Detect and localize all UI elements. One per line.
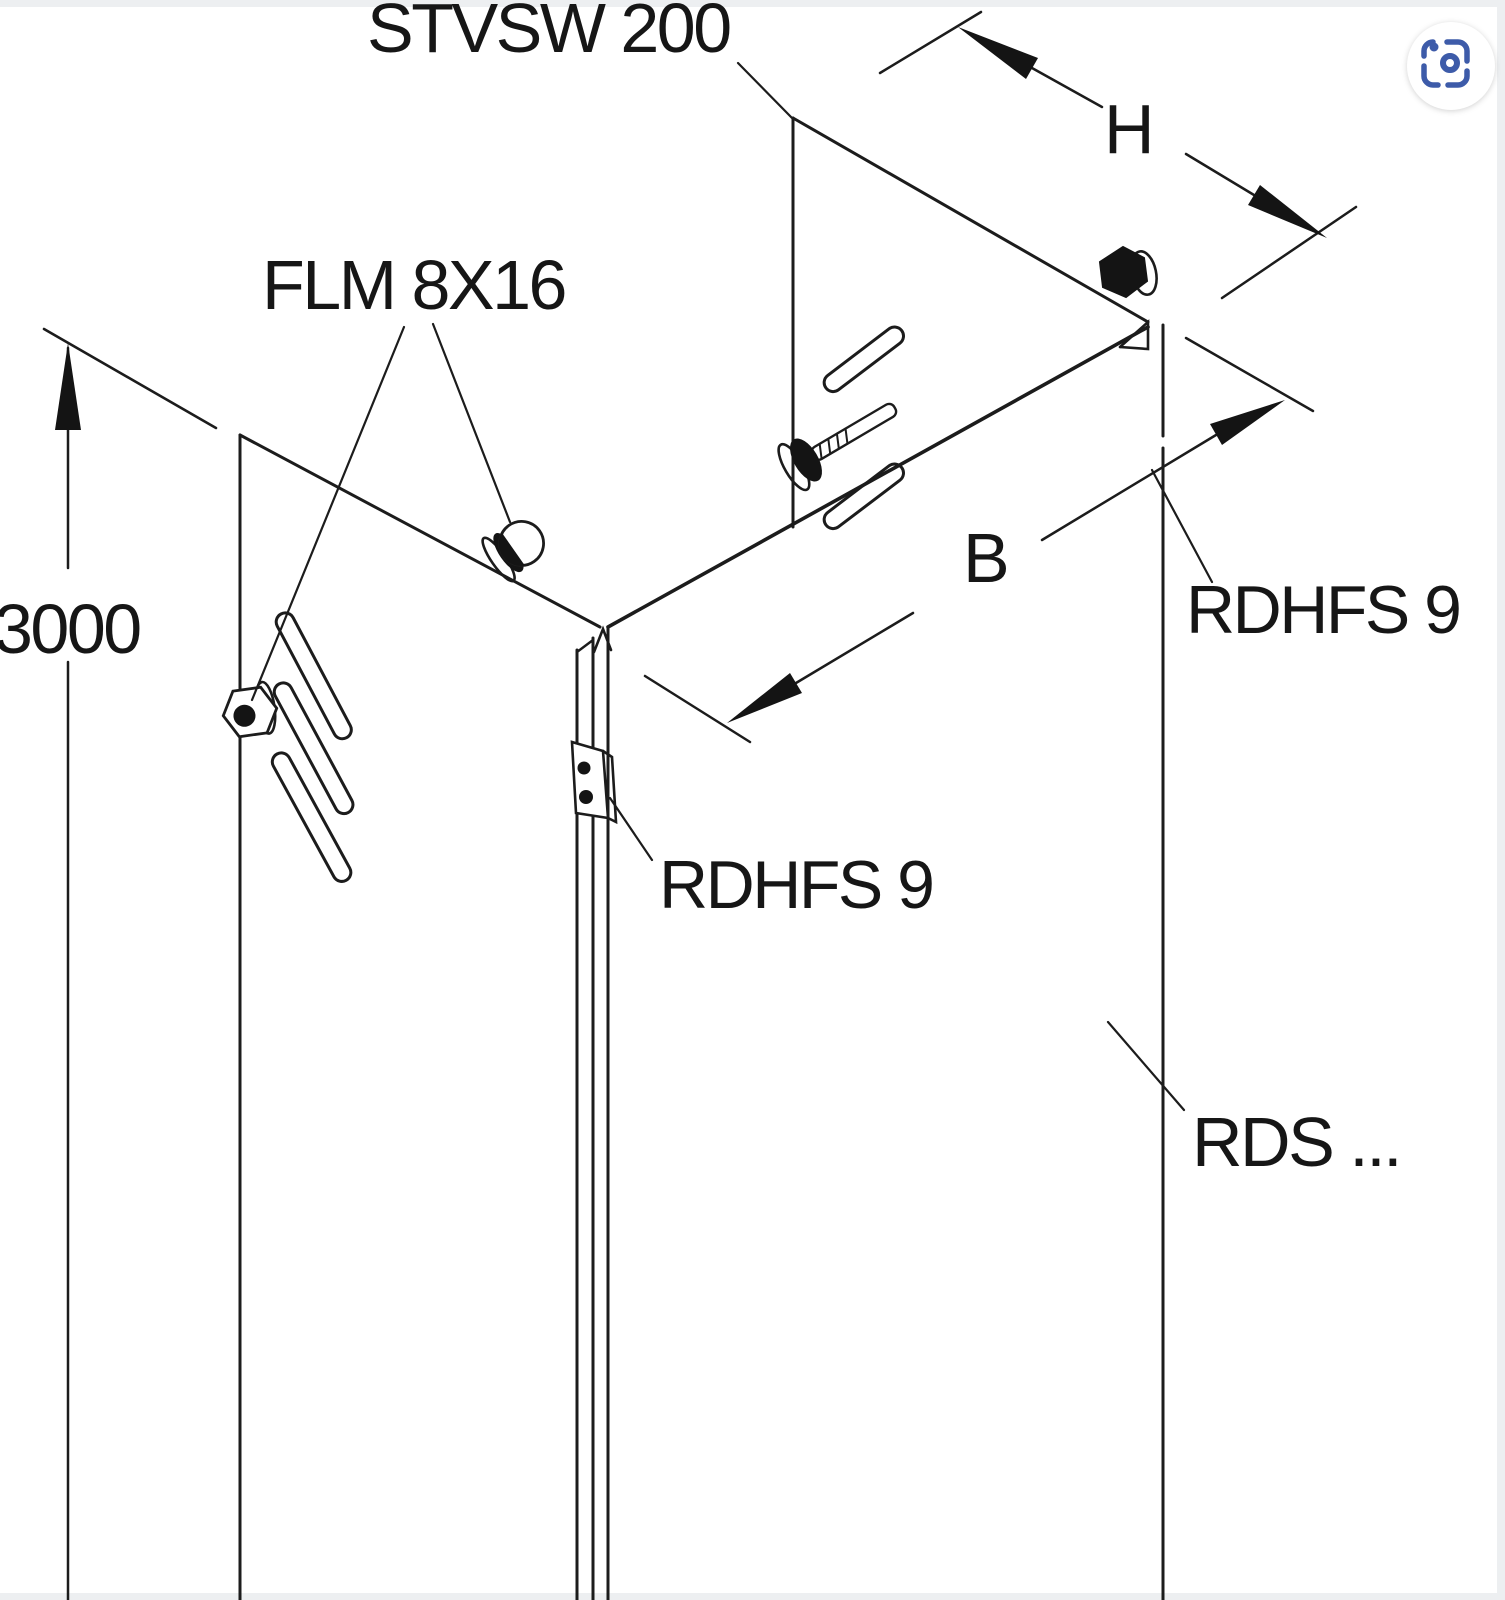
arrow-h-upper [958,27,1038,79]
leader-rds [1106,1020,1186,1112]
lens-icon-dot [1429,42,1439,52]
right-separation-wall [606,116,1150,629]
connector-clamp [570,740,618,825]
label-length-dimension: 3000 [0,590,140,668]
left-wall-slots [270,611,355,883]
left-rail-edge [238,433,602,1600]
leader-rdhfs-right [1150,468,1214,584]
arrow-3000-up [55,343,81,430]
dimension-arrowheads [55,27,1327,723]
arrow-h-lower [1248,185,1327,238]
leader-flm-to-nut [250,325,406,702]
leader-flm-to-screw [431,322,512,524]
drawing-linework [42,116,1165,1600]
hex-bolt-icon [1098,245,1158,299]
dimension-b-line [643,336,1315,744]
label-separation-wall: STVSW 200 [367,0,730,67]
right-wall-slots [822,325,906,531]
lens-icon [1421,39,1470,88]
label-width-dimension: B [963,519,1007,597]
dimension-lines [66,10,1358,1600]
flange-screw-head-icon [481,520,545,583]
dimension-h-line [878,10,1358,300]
leader-rdhfs-center [608,796,654,862]
arrow-b-upper [1210,400,1285,445]
label-connector-center: RDHFS 9 [659,847,932,923]
arrow-b-lower [727,673,802,723]
label-connector-right: RDHFS 9 [1186,572,1459,648]
leader-lines [250,61,1214,1112]
flange-nut-icon [221,680,279,739]
leader-stvsw [736,61,794,120]
label-cable-ladder: RDS ... [1192,1103,1400,1181]
label-height-dimension: H [1104,90,1152,168]
label-screw: FLM 8X16 [262,246,565,324]
post-top-tab [592,625,613,654]
corner-flange [1118,319,1150,351]
left-extension-line [42,327,218,430]
flange-screw-side-icon [777,402,898,492]
lens-search-button[interactable] [1407,22,1495,110]
